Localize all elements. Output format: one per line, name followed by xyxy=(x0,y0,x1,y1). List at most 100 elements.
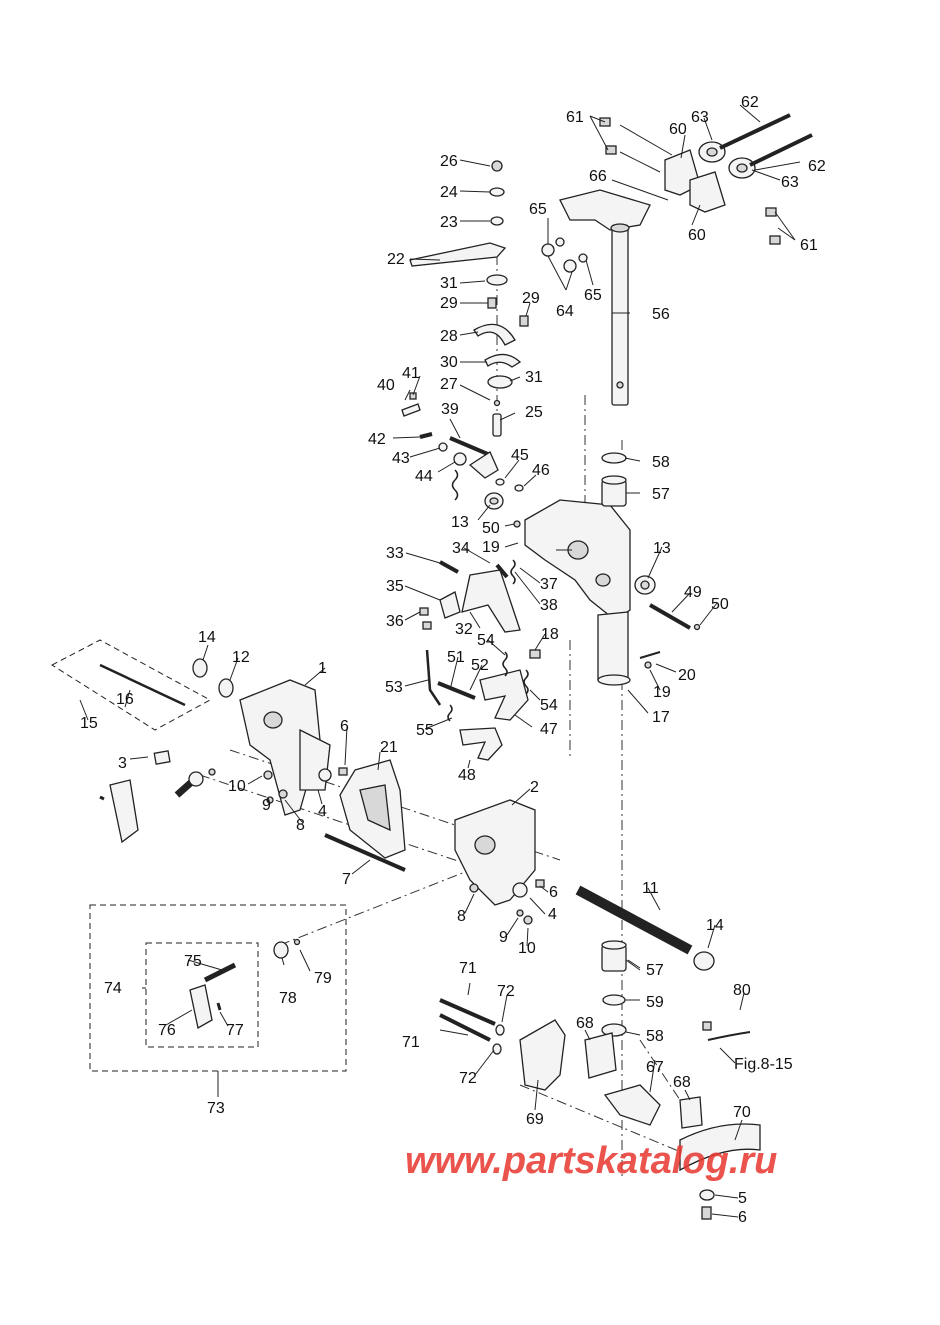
callout-71: 71 xyxy=(459,960,477,977)
callout-20: 20 xyxy=(678,667,696,684)
callout-6: 6 xyxy=(340,718,349,735)
callout-67: 67 xyxy=(646,1059,664,1076)
callout-63: 63 xyxy=(781,174,799,191)
callout-60: 60 xyxy=(688,227,706,244)
callout-13: 13 xyxy=(653,540,671,557)
callout-50: 50 xyxy=(711,596,729,613)
callout-45: 45 xyxy=(511,447,529,464)
anode-and-plate-parts xyxy=(519,1019,761,1220)
callout-21: 21 xyxy=(380,739,398,756)
callout-52: 52 xyxy=(471,657,489,674)
leader-lines xyxy=(79,104,801,1218)
callout-1: 1 xyxy=(318,660,327,677)
callout-31: 31 xyxy=(525,369,543,386)
tilt-rod-kit-box xyxy=(50,639,212,731)
callout-47: 47 xyxy=(540,721,558,738)
callout-19: 19 xyxy=(653,684,671,701)
tilt-lock-lever-parts xyxy=(419,559,521,633)
callout-labels: 1 2 3 4 4 5 6 6 6 7 8 8 9 9 10 10 11 12 … xyxy=(80,94,826,1226)
service-kit-box xyxy=(89,904,347,1072)
callout-53: 53 xyxy=(385,679,403,696)
callout-8: 8 xyxy=(457,908,466,925)
callout-6: 6 xyxy=(738,1209,747,1226)
callout-48: 48 xyxy=(458,767,476,784)
callout-72: 72 xyxy=(459,1070,477,1087)
callout-13: 13 xyxy=(451,514,469,531)
callout-17: 17 xyxy=(652,709,670,726)
callout-49: 49 xyxy=(684,584,702,601)
callout-63: 63 xyxy=(691,109,709,126)
callout-77: 77 xyxy=(226,1022,244,1039)
callout-23: 23 xyxy=(440,214,458,231)
callout-62: 62 xyxy=(808,158,826,175)
callout-9: 9 xyxy=(262,797,271,814)
callout-15: 15 xyxy=(80,715,98,732)
callout-10: 10 xyxy=(518,940,536,957)
figure-reference: Fig.8-15 xyxy=(734,1056,793,1073)
callout-8: 8 xyxy=(296,817,305,834)
swivel-bracket-part xyxy=(524,499,631,686)
callout-4: 4 xyxy=(318,803,327,820)
callout-24: 24 xyxy=(440,184,458,201)
callout-60: 60 xyxy=(669,121,687,138)
callout-14: 14 xyxy=(706,917,724,934)
callout-42: 42 xyxy=(368,431,386,448)
callout-34: 34 xyxy=(452,540,470,557)
callout-31: 31 xyxy=(440,275,458,292)
callout-61: 61 xyxy=(800,237,818,254)
through-tube-part xyxy=(575,885,715,971)
callout-71: 71 xyxy=(402,1034,420,1051)
callout-55: 55 xyxy=(416,722,434,739)
callout-59: 59 xyxy=(646,994,664,1011)
callout-26: 26 xyxy=(440,153,458,170)
callout-68: 68 xyxy=(673,1074,691,1091)
callout-62: 62 xyxy=(741,94,759,111)
callout-66: 66 xyxy=(589,168,607,185)
callout-51: 51 xyxy=(447,649,465,666)
watermark-text: www.partskatalog.ru xyxy=(405,1140,777,1182)
callout-25: 25 xyxy=(525,404,543,421)
callout-79: 79 xyxy=(314,970,332,987)
callout-44: 44 xyxy=(415,468,433,485)
callout-16: 16 xyxy=(116,691,134,708)
tilt-pin-parts xyxy=(634,575,701,669)
callout-69: 69 xyxy=(526,1111,544,1128)
callout-12: 12 xyxy=(232,649,250,666)
callout-68: 68 xyxy=(576,1015,594,1032)
callout-14: 14 xyxy=(198,629,216,646)
callout-72: 72 xyxy=(497,983,515,1000)
callout-74: 74 xyxy=(104,980,122,997)
callout-70: 70 xyxy=(733,1104,751,1121)
callout-35: 35 xyxy=(386,578,404,595)
callout-4: 4 xyxy=(548,906,557,923)
callout-28: 28 xyxy=(440,328,458,345)
callout-37: 37 xyxy=(540,576,558,593)
bolt-part xyxy=(324,833,406,872)
callout-65: 65 xyxy=(529,201,547,218)
callout-64: 64 xyxy=(556,303,574,320)
friction-plate-part xyxy=(339,759,406,859)
callout-43: 43 xyxy=(392,450,410,467)
callout-38: 38 xyxy=(540,597,558,614)
callout-57: 57 xyxy=(646,962,664,979)
callout-2: 2 xyxy=(530,779,539,796)
callout-46: 46 xyxy=(532,462,550,479)
callout-61: 61 xyxy=(566,109,584,126)
callout-30: 30 xyxy=(440,354,458,371)
callout-54: 54 xyxy=(477,632,495,649)
callout-54: 54 xyxy=(540,697,558,714)
screw-parts xyxy=(439,998,505,1055)
clamp-bracket-right xyxy=(454,799,545,925)
callout-76: 76 xyxy=(158,1022,176,1039)
callout-40: 40 xyxy=(377,377,395,394)
callout-73: 73 xyxy=(207,1100,225,1117)
callout-57: 57 xyxy=(652,486,670,503)
callout-65: 65 xyxy=(584,287,602,304)
callout-32: 32 xyxy=(455,621,473,638)
callout-9: 9 xyxy=(499,929,508,946)
steering-bracket-part xyxy=(559,189,651,406)
callout-18: 18 xyxy=(541,626,559,643)
callout-78: 78 xyxy=(279,990,297,1007)
